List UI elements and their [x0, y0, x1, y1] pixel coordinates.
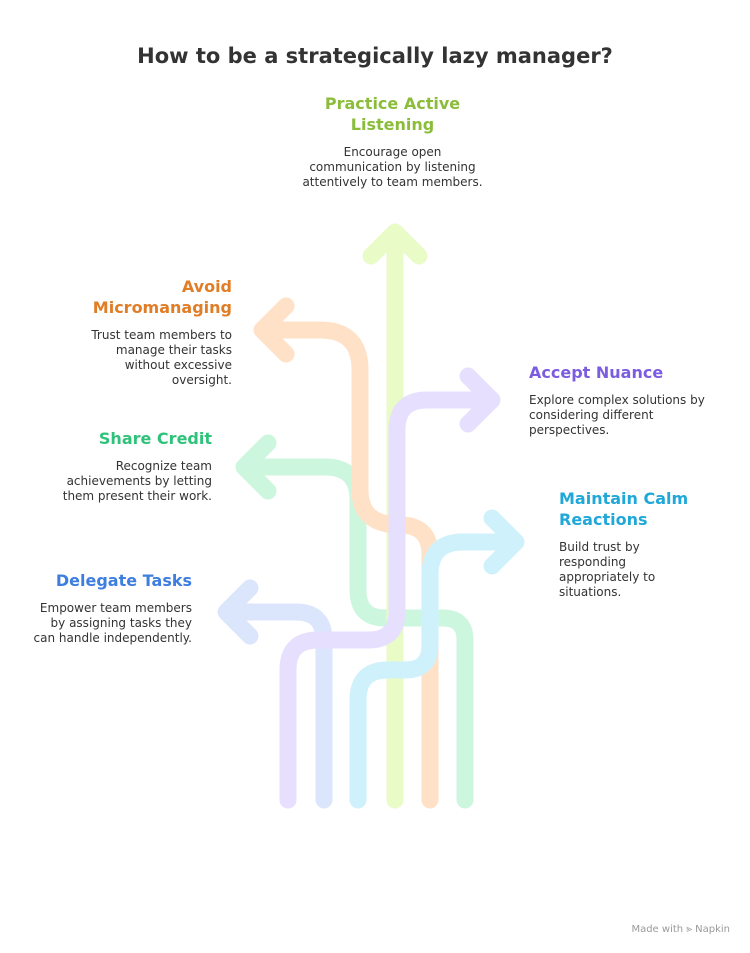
- item-description: Trust team members to manage their tasks…: [91, 328, 232, 387]
- item-title: Share Credit: [98, 429, 212, 448]
- arrowhead-delegate-tasks: [217, 579, 259, 645]
- item-share-credit: Share Credit Recognize team achievements…: [45, 428, 212, 504]
- item-title: Avoid Micromanaging: [92, 277, 232, 317]
- item-title: Maintain Calm Reactions: [559, 489, 689, 529]
- arrow-avoid-micromanaging: [257, 321, 439, 809]
- arrow-accept-nuance: [279, 391, 495, 809]
- item-title: Delegate Tasks: [55, 571, 192, 590]
- arrowhead-avoid-micromanaging: [253, 297, 295, 363]
- item-title: Practice Active Listening: [324, 94, 461, 134]
- footer-prefix: Made with: [631, 924, 684, 935]
- napkin-logo-icon: ⪢: [686, 924, 692, 935]
- item-description: Empower team members by assigning tasks …: [33, 601, 192, 645]
- arrow-share-credit: [239, 458, 474, 809]
- item-description: Build trust by responding appropriately …: [559, 540, 656, 599]
- arrowhead-share-credit: [235, 434, 277, 500]
- item-title: Accept Nuance: [529, 363, 664, 382]
- item-practice-active-listening: Practice Active Listening Encourage open…: [300, 93, 485, 190]
- item-description: Explore complex solutions by considering…: [529, 393, 705, 437]
- item-description: Encourage open communication by listenin…: [302, 145, 483, 189]
- arrowhead-accept-nuance: [459, 367, 501, 433]
- page-title: How to be a strategically lazy manager?: [137, 44, 613, 68]
- arrowhead-maintain-calm: [483, 509, 525, 575]
- footer-brand: Napkin: [695, 924, 730, 935]
- footer-credit: Made with ⪢ Napkin: [631, 924, 730, 935]
- item-maintain-calm-reactions: Maintain Calm Reactions Build trust by r…: [559, 488, 709, 600]
- item-accept-nuance: Accept Nuance Explore complex solutions …: [529, 362, 719, 438]
- item-avoid-micromanaging: Avoid Micromanaging Trust team members t…: [70, 276, 232, 388]
- arrowhead-practice-listening: [362, 223, 428, 265]
- item-delegate-tasks: Delegate Tasks Empower team members by a…: [30, 570, 192, 646]
- arrow-maintain-calm: [349, 533, 519, 809]
- item-description: Recognize team achievements by letting t…: [62, 459, 212, 503]
